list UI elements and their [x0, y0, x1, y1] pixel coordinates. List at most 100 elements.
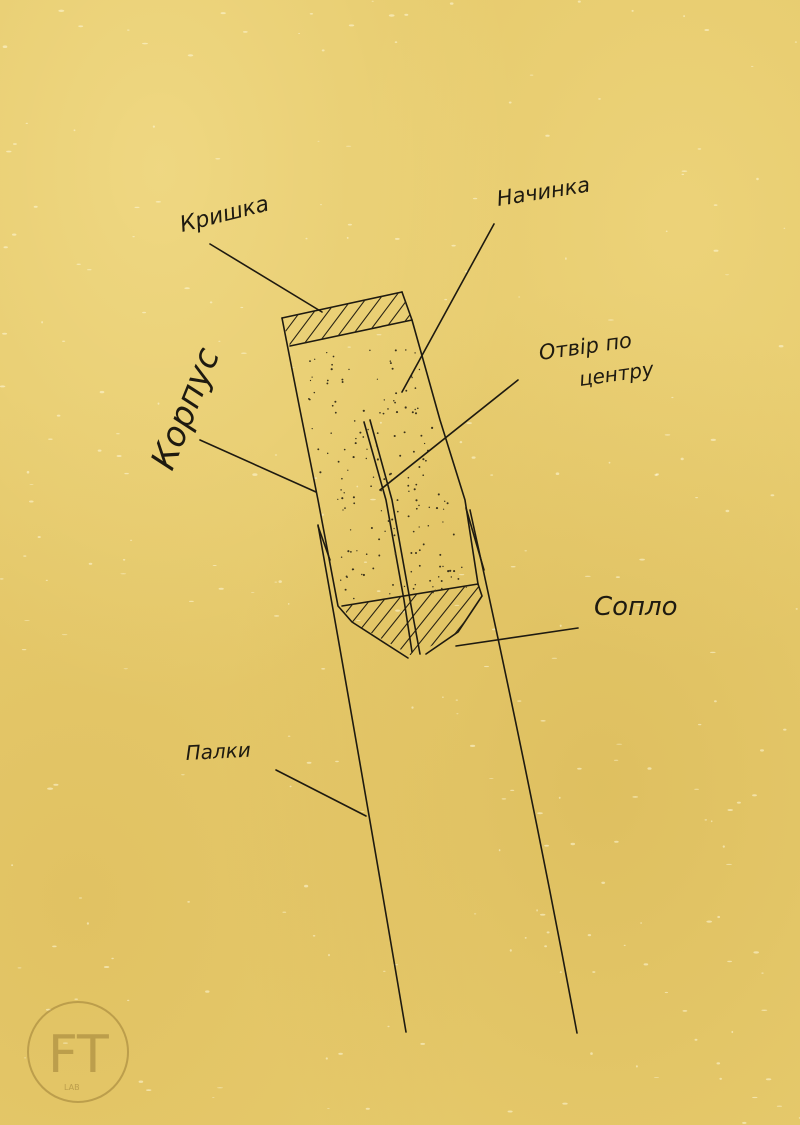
paper-fleck: [470, 745, 475, 747]
paper-fleck: [577, 768, 582, 770]
paper-fleck: [683, 15, 685, 17]
stipple-dot: [422, 458, 424, 460]
stipple-dot: [377, 432, 379, 434]
paper-fleck: [796, 608, 798, 610]
paper-fleck: [737, 802, 741, 804]
paper-fleck: [714, 700, 717, 702]
paper-fleck: [22, 649, 27, 650]
paper-fleck: [671, 397, 673, 398]
paper-fleck: [466, 422, 472, 424]
paper-fleck: [212, 1097, 215, 1098]
paper-fleck: [87, 269, 92, 270]
paper-fleck: [251, 592, 255, 593]
paper-fleck: [706, 921, 712, 923]
stipple-dot: [326, 382, 328, 384]
stipple-dot: [425, 460, 427, 462]
paper-fleck: [590, 1052, 593, 1055]
paper-fleck: [274, 582, 277, 583]
paper-fleck: [420, 1043, 425, 1045]
stipple-dot: [366, 449, 367, 450]
stipple-dot: [353, 496, 355, 498]
label-nozzle: Сопло: [594, 592, 678, 622]
stipple-dot: [347, 470, 348, 471]
stipple-dot: [418, 466, 420, 468]
paper-fleck: [41, 321, 43, 323]
paper-fleck: [314, 477, 317, 479]
stipple-dot: [372, 567, 374, 569]
paper-fleck: [279, 580, 282, 583]
paper-fleck: [632, 796, 638, 798]
paper-fleck: [472, 456, 476, 458]
paper-fleck: [761, 1010, 767, 1011]
paper-fleck: [742, 1122, 746, 1124]
paper-fleck: [499, 849, 501, 851]
label-filling: Начинка: [495, 173, 592, 211]
paper-fleck: [609, 462, 611, 464]
paper-fleck: [608, 319, 614, 320]
paper-fleck: [326, 1057, 328, 1059]
paper-fleck: [455, 605, 460, 606]
stipple-dot: [405, 349, 406, 350]
stipple-dot: [344, 449, 346, 451]
paper-fleck: [616, 744, 622, 745]
stipple-dot: [337, 499, 338, 500]
lid-hatch-line: [292, 280, 352, 360]
paper-fleck: [560, 625, 562, 627]
stipple-dot: [354, 420, 356, 422]
paper-fleck: [116, 433, 120, 434]
stipple-dot: [394, 402, 396, 404]
stipple-dot: [407, 485, 409, 487]
paper-fleck: [98, 450, 102, 452]
paper-fleck: [556, 472, 560, 475]
paper-fleck: [510, 949, 512, 952]
paper-fleck: [695, 497, 698, 498]
paper-fleck: [58, 10, 64, 12]
paper-fleck: [38, 536, 41, 538]
stipple-dot: [394, 435, 396, 437]
stipple-dot: [414, 488, 416, 490]
stipple-dot: [377, 379, 378, 380]
stipple-dot: [432, 586, 433, 587]
paper-fleck: [322, 49, 325, 51]
paper-fleck: [779, 345, 784, 347]
stipple-dot: [363, 574, 365, 576]
paper-fleck: [444, 299, 447, 300]
stipple-dot: [447, 502, 449, 504]
stipple-dot: [342, 381, 344, 383]
paper-fleck: [656, 473, 659, 475]
paper-fleck: [725, 274, 729, 275]
paper-fleck: [306, 238, 308, 240]
stipple-dot: [390, 362, 392, 364]
filling-stipple: [308, 349, 467, 599]
stipple-dot: [319, 471, 321, 473]
paper-fleck: [158, 403, 160, 405]
stipple-dot: [411, 571, 413, 573]
paper-fleck: [614, 841, 619, 843]
stipple-dot: [381, 510, 382, 511]
stipple-dot: [405, 390, 407, 392]
ft-logo: FT LAB: [28, 1002, 128, 1102]
stipple-dot: [413, 531, 415, 533]
stipple-dot: [417, 407, 419, 409]
stipple-dot: [350, 551, 352, 553]
stipple-dot: [338, 461, 340, 463]
paper-fleck: [544, 945, 547, 947]
paper-fleck: [124, 668, 128, 669]
paper-fleck: [188, 54, 194, 56]
stipple-dot: [416, 508, 418, 510]
stipple-dot: [340, 489, 342, 491]
paper-fleck: [723, 845, 725, 847]
paper-fleck: [120, 573, 126, 574]
paper-fleck: [29, 484, 33, 485]
paper-fleck: [104, 966, 109, 968]
stipple-dot: [438, 493, 440, 495]
paper-fleck: [489, 778, 494, 779]
paper-fleck: [322, 514, 324, 516]
paper-fleck: [450, 2, 454, 4]
paper-fleck: [3, 45, 8, 48]
paper-fleck: [304, 885, 308, 888]
paper-fleck: [404, 14, 408, 16]
paper-fleck: [321, 668, 325, 670]
paper-fleck: [377, 590, 381, 592]
